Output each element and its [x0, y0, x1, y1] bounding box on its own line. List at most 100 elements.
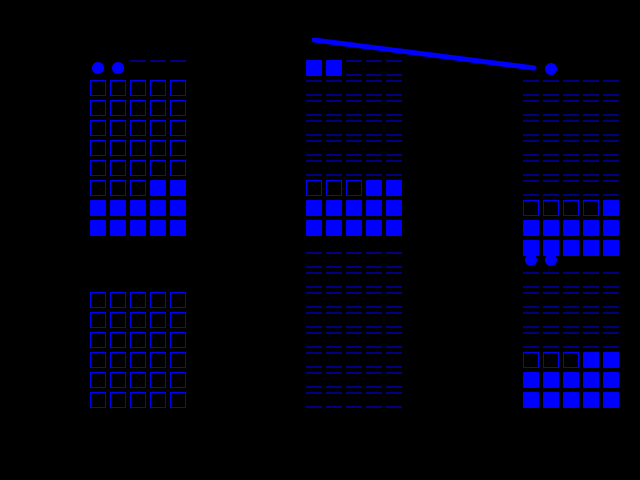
cell-filled	[583, 240, 599, 256]
cell-filled	[110, 200, 126, 216]
cell-empty	[90, 180, 106, 196]
cell-empty	[563, 200, 579, 216]
cell-empty	[170, 160, 186, 176]
cell-empty	[170, 372, 186, 388]
cell-empty	[110, 312, 126, 328]
cell-empty	[150, 332, 166, 348]
cell-empty	[150, 80, 166, 96]
cell-filled	[386, 180, 402, 196]
cell-empty	[130, 160, 146, 176]
cell-filled	[603, 220, 619, 236]
cell-filled	[366, 180, 382, 196]
cell-empty	[130, 120, 146, 136]
cell-empty	[170, 292, 186, 308]
cell-empty	[583, 200, 599, 216]
cell-filled	[543, 220, 559, 236]
cell-filled	[563, 240, 579, 256]
cell-empty	[523, 352, 539, 368]
cell-empty	[130, 140, 146, 156]
cell-empty	[170, 332, 186, 348]
cell-empty	[110, 100, 126, 116]
cell-empty	[346, 180, 362, 196]
grid-top-right	[523, 80, 619, 256]
cell-filled	[306, 60, 322, 76]
cell-filled	[543, 372, 559, 388]
cell-filled	[90, 220, 106, 236]
cell-filled	[523, 372, 539, 388]
cell-empty	[523, 200, 539, 216]
cell-filled	[603, 372, 619, 388]
cell-empty	[110, 332, 126, 348]
cell-empty	[543, 200, 559, 216]
cell-filled	[583, 392, 599, 408]
cell-filled	[583, 372, 599, 388]
cell-empty	[90, 140, 106, 156]
cell-empty	[90, 100, 106, 116]
cell-filled	[523, 220, 539, 236]
cell-empty	[170, 352, 186, 368]
cell-filled	[170, 220, 186, 236]
cell-empty	[170, 80, 186, 96]
cell-filled	[170, 180, 186, 196]
cell-filled	[346, 200, 362, 216]
grid-top-middle	[306, 60, 402, 236]
token-dot	[545, 254, 557, 266]
cell-empty	[110, 372, 126, 388]
cell-filled	[306, 220, 322, 236]
grid-bottom-right	[523, 252, 619, 408]
cell-filled	[326, 60, 342, 76]
cell-empty	[150, 312, 166, 328]
cell-filled	[523, 240, 539, 256]
cell-empty	[150, 100, 166, 116]
cell-filled	[366, 200, 382, 216]
grid-bottom-middle	[306, 252, 402, 408]
cell-empty	[110, 140, 126, 156]
cell-filled	[150, 180, 166, 196]
cell-filled	[90, 200, 106, 216]
cell-empty	[110, 352, 126, 368]
cell-filled	[583, 220, 599, 236]
cell-empty	[150, 292, 166, 308]
cell-filled	[130, 200, 146, 216]
cell-empty	[150, 120, 166, 136]
cell-empty	[130, 392, 146, 408]
cell-empty	[90, 80, 106, 96]
cell-empty	[130, 352, 146, 368]
cell-empty	[90, 372, 106, 388]
cell-empty	[170, 392, 186, 408]
cell-empty	[170, 120, 186, 136]
cell-empty	[150, 392, 166, 408]
cell-empty	[110, 392, 126, 408]
cell-empty	[90, 392, 106, 408]
cell-filled	[110, 220, 126, 236]
cell-filled	[130, 220, 146, 236]
cell-empty	[130, 332, 146, 348]
cell-empty	[150, 352, 166, 368]
connector-end-dot	[545, 63, 557, 75]
cell-empty	[110, 120, 126, 136]
cell-filled	[563, 372, 579, 388]
cell-empty	[563, 352, 579, 368]
grid-top-left	[90, 60, 186, 236]
cell-empty	[110, 292, 126, 308]
cell-filled	[306, 200, 322, 216]
cell-filled	[326, 220, 342, 236]
token-dot	[525, 254, 537, 266]
cell-filled	[326, 200, 342, 216]
connector-line	[311, 37, 537, 71]
cell-empty	[90, 332, 106, 348]
cell-empty	[170, 140, 186, 156]
cell-empty	[130, 80, 146, 96]
cell-empty	[130, 372, 146, 388]
cell-empty	[543, 352, 559, 368]
cell-empty	[150, 372, 166, 388]
cell-empty	[150, 140, 166, 156]
cell-empty	[90, 120, 106, 136]
cell-empty	[110, 80, 126, 96]
cell-empty	[90, 352, 106, 368]
cell-empty	[306, 180, 322, 196]
cell-filled	[386, 220, 402, 236]
cell-empty	[130, 180, 146, 196]
cell-empty	[90, 312, 106, 328]
